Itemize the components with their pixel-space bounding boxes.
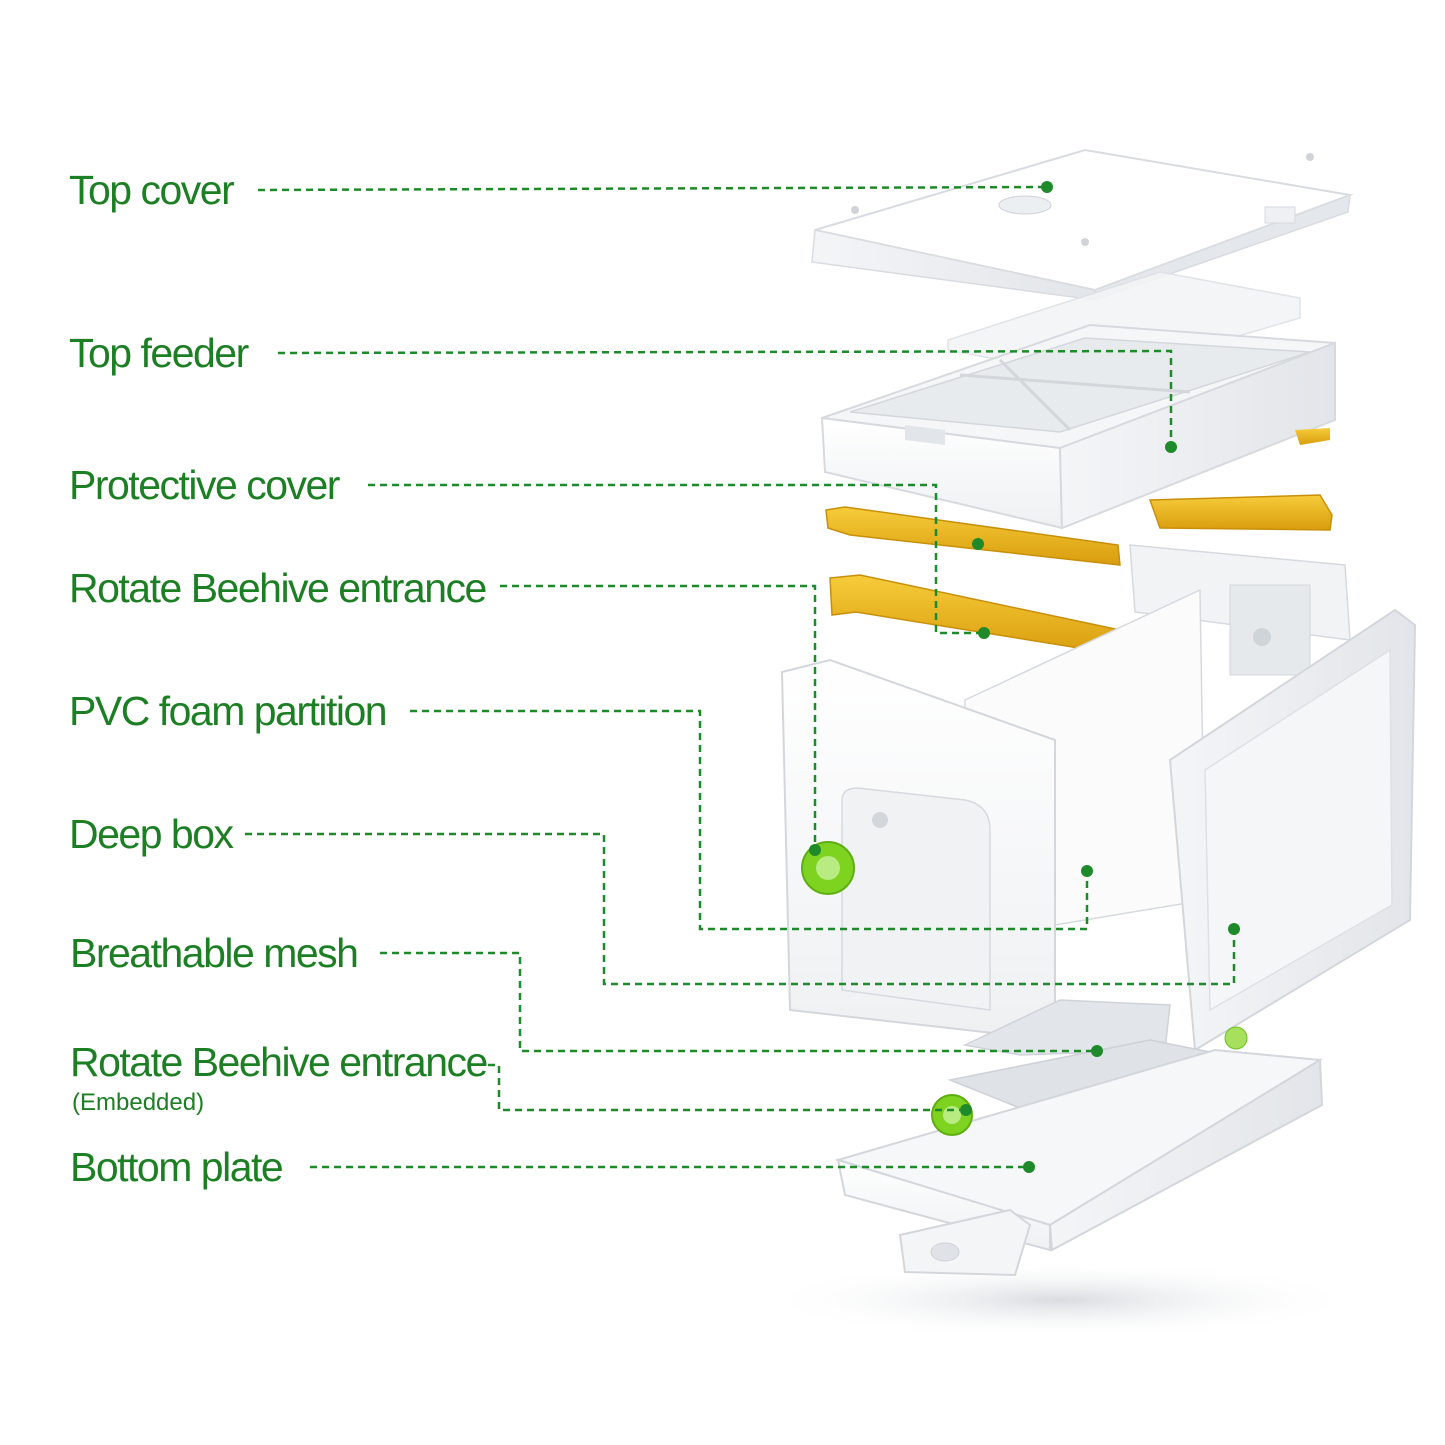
top-feeder-part [820, 271, 1336, 530]
anchor-dot-deep-box [1228, 923, 1240, 935]
anchor-dot-bottom-plate [1023, 1161, 1035, 1173]
leader-rotate-entrance [500, 584, 817, 850]
leader-top-feeder [277, 349, 1173, 447]
label-rotate-entrance: Rotate Beehive entrance [69, 565, 487, 611]
ground-shadow [760, 1260, 1360, 1340]
leader-pvc-partition [410, 709, 1089, 931]
leader-breathable-mesh [380, 951, 1097, 1053]
label-top-cover: Top cover [69, 167, 235, 213]
anchor-dot-pvc-partition [1081, 865, 1093, 877]
anchor-dot-top-feeder [1165, 441, 1177, 453]
bottom-plate-part [834, 1026, 1324, 1277]
anchor-dot-top-cover [1041, 181, 1053, 193]
label-bottom-plate: Bottom plate [70, 1144, 284, 1190]
anchor-dot-rotate-entrance [809, 844, 821, 856]
leader-protective-cover [368, 483, 984, 635]
label-top-feeder: Top feeder [69, 330, 249, 376]
anchor-dot-rotate-entrance-embedded [960, 1104, 972, 1116]
anchor-dot-protective-cover-b [978, 627, 990, 639]
anchor-dot-protective-cover-a [972, 538, 984, 550]
leader-rotate-entrance-embedded [488, 1063, 966, 1112]
yellow-frames [825, 428, 1333, 656]
anchor-dot-breathable-mesh [1091, 1045, 1103, 1057]
label-rotate-entrance-embedded: Rotate Beehive entrance [70, 1039, 488, 1085]
label-embedded-note: (Embedded) [72, 1089, 205, 1116]
label-deep-box: Deep box [69, 811, 234, 857]
label-protective-cover: Protective cover [69, 462, 340, 508]
leader-top-cover [257, 185, 1048, 192]
label-pvc-partition: PVC foam partition [69, 688, 388, 734]
deep-box-part [780, 544, 1417, 1052]
label-breathable-mesh: Breathable mesh [70, 930, 359, 976]
leader-deep-box [245, 832, 1236, 986]
